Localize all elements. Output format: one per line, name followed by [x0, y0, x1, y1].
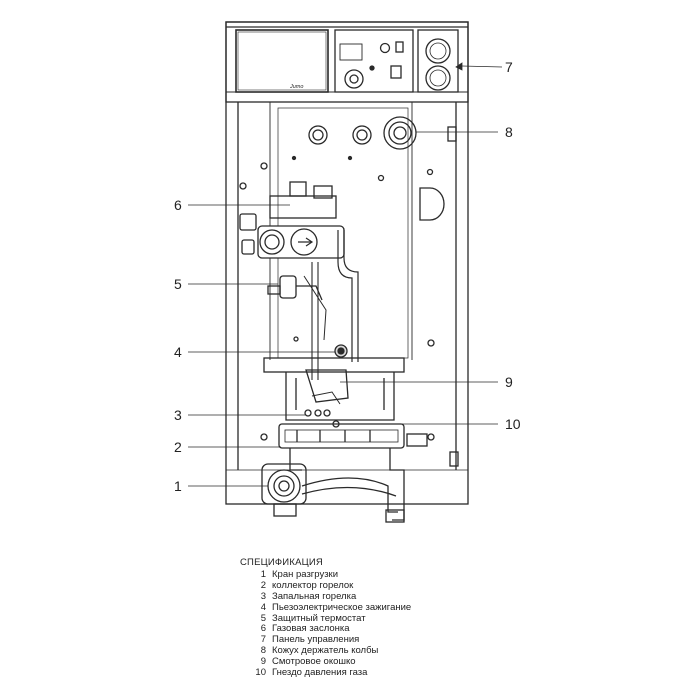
spec-item-text: Пьезоэлектрическое зажигание: [272, 601, 412, 613]
spec-item-number: 9: [260, 656, 266, 668]
pilot-burner: [304, 409, 312, 417]
spec-item-text: коллектор горелок: [272, 579, 354, 591]
specification-title: СПЕЦИФИКАЦИЯ: [240, 557, 323, 568]
spec-item: 4 Пьезоэлектрическое зажигание: [240, 601, 660, 614]
spec-item: 3 Запальная горелка: [240, 590, 660, 603]
callout-8: 8: [505, 124, 513, 140]
callout-10: 10: [505, 416, 521, 432]
spec-item-text: Защитный термостат: [272, 612, 366, 624]
brand-mark: Jumo: [289, 84, 303, 90]
callout-6: 6: [174, 197, 182, 213]
spec-item-number: 6: [260, 623, 266, 635]
spec-item-number: 3: [260, 590, 266, 602]
spec-item-text: Кожух держатель колбы: [272, 645, 379, 657]
spec-item-number: 5: [260, 612, 266, 624]
callout-4: 4: [174, 344, 182, 360]
spec-item-number: 10: [255, 667, 266, 679]
spec-item: 1 Кран разгрузки: [240, 568, 660, 581]
spec-item-number: 8: [260, 645, 266, 657]
spec-item-text: Газовая заслонка: [272, 623, 350, 635]
specification-list: СПЕЦИФИКАЦИЯ 1 Кран разгрузки 2 коллектор …: [240, 557, 660, 679]
thermometer-gauge: [425, 38, 451, 64]
callout-5: 5: [174, 276, 182, 292]
bulb-holder-cap: [383, 116, 417, 150]
callout-2: 2: [174, 439, 182, 455]
spec-item: 7 Панель управления: [240, 634, 660, 646]
callout-leader-7: [461, 65, 503, 68]
spec-item: 6 Газовая заслонка: [240, 624, 660, 635]
inspection-window: [305, 369, 349, 403]
callout-3: 3: [174, 407, 182, 423]
spec-item: 5 Защитный термостат: [240, 612, 660, 625]
pressure-gauge: [425, 65, 451, 91]
spec-item-text: Кран разгрузки: [272, 568, 339, 580]
callout-7: 7: [505, 59, 513, 75]
spec-item-text: Панель управления: [272, 634, 360, 646]
brand-plate: [237, 31, 327, 91]
spec-item-number: 1: [260, 568, 266, 580]
spec-item-number: 2: [260, 579, 266, 591]
spec-item-number: 4: [260, 601, 266, 613]
spec-item-number: 7: [260, 634, 266, 646]
callout-1: 1: [174, 478, 182, 494]
boiler-casing: [225, 21, 469, 505]
spec-item: 10 Гнездо давления газа: [240, 667, 660, 679]
spec-item: 8 Кожух держатель колбы: [240, 645, 660, 657]
spec-item-text: Смотровое окошко: [272, 656, 356, 668]
boiler-diagram: Jumo 7 8 6 5 4 9 3 10 2 1: [174, 21, 521, 523]
spec-item: 9 Смотровое окошко: [240, 656, 660, 668]
spec-item: 2 коллектор горелок: [240, 579, 660, 592]
callout-9: 9: [505, 374, 513, 390]
spec-item-text: Запальная горелка: [272, 590, 357, 602]
spec-item-text: Гнездо давления газа: [272, 667, 368, 679]
